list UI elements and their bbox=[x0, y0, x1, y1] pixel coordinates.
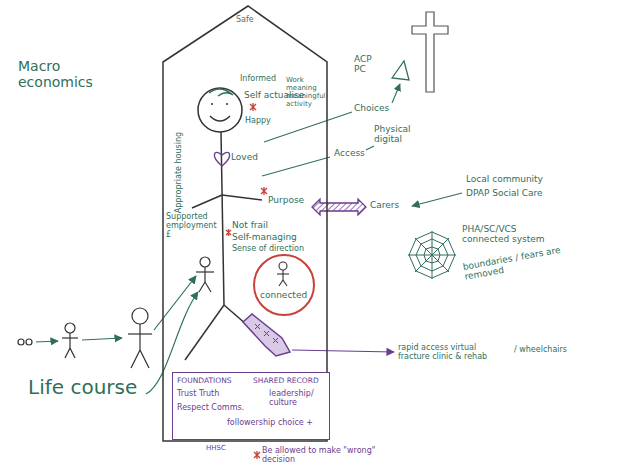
band-text: Respect Comms. bbox=[177, 403, 244, 412]
figure-arm bbox=[192, 195, 222, 208]
side-note: DPAP Social Care bbox=[466, 188, 543, 198]
hair bbox=[209, 89, 233, 96]
side-note: boundaries / fears are removed bbox=[462, 243, 574, 282]
circle-label: connected bbox=[260, 290, 307, 300]
cross-symbol bbox=[412, 12, 448, 92]
figure-note: Purpose bbox=[268, 195, 304, 205]
leg-cast bbox=[243, 314, 290, 356]
figure-note: Informed bbox=[240, 74, 276, 83]
spider-web bbox=[408, 231, 456, 279]
triangle-symbol bbox=[392, 61, 409, 80]
figure-note: Happy bbox=[245, 116, 271, 125]
figure-note: Self-managing bbox=[232, 232, 297, 242]
leader-line bbox=[366, 146, 374, 150]
wall-note: Appropriate housing bbox=[174, 132, 183, 213]
life-course-figures bbox=[18, 308, 152, 368]
figure-note: Not frail bbox=[232, 220, 268, 230]
side-note: / wheelchairs bbox=[514, 345, 567, 354]
side-note: PHA/SC/VCS connected system bbox=[462, 224, 546, 245]
leader-line bbox=[264, 112, 352, 142]
roof-label: Safe bbox=[236, 15, 254, 24]
figure-head bbox=[198, 88, 242, 132]
band-text: Trust Truth bbox=[177, 389, 219, 398]
heart bbox=[214, 152, 229, 166]
small-figure bbox=[196, 257, 214, 292]
side-note: Physical digital bbox=[374, 124, 422, 145]
side-note: Access bbox=[334, 148, 365, 158]
note: Be allowed to make "wrong" decision bbox=[262, 446, 392, 464]
band-heading: FOUNDATIONS bbox=[177, 377, 232, 386]
leader-arrow bbox=[392, 84, 400, 103]
arrow bbox=[82, 338, 122, 340]
corner-note: Macro economics bbox=[18, 58, 103, 90]
figure-arm bbox=[222, 195, 262, 200]
life-course-label: Life course bbox=[28, 376, 137, 399]
band-text: leadership/ culture bbox=[269, 389, 327, 407]
arrow bbox=[36, 341, 58, 342]
small-note: HHSC bbox=[206, 444, 226, 452]
figure-note: Loved bbox=[231, 152, 258, 162]
foundation-band: FOUNDATIONS SHARED RECORD Trust Truth leade… bbox=[172, 372, 330, 440]
cast-marks bbox=[255, 324, 278, 343]
side-note: Local community bbox=[466, 174, 543, 184]
side-note: Carers bbox=[370, 200, 399, 210]
figure-body bbox=[221, 132, 224, 305]
smiley-face bbox=[210, 104, 230, 121]
double-arrow bbox=[312, 199, 366, 215]
circle-figure bbox=[277, 262, 289, 286]
side-note: ACP PC bbox=[354, 54, 386, 75]
figure-note: Sense of direction bbox=[232, 244, 304, 253]
leader-arrow bbox=[412, 193, 462, 206]
leader-line bbox=[262, 157, 330, 176]
leader-arrow bbox=[292, 350, 394, 352]
band-text: followership choice + bbox=[227, 418, 313, 427]
side-note: rapid access virtual fracture clinic & r… bbox=[398, 343, 504, 361]
arrow bbox=[154, 276, 196, 330]
side-note: Choices bbox=[354, 103, 389, 113]
figure-note: Work meaning meaningful activity bbox=[286, 76, 326, 108]
circle-outline bbox=[254, 255, 314, 315]
connected-circle: connected bbox=[253, 254, 315, 316]
figure-note: Supported employment £ bbox=[166, 212, 220, 240]
figure-leg bbox=[185, 305, 224, 360]
band-heading: SHARED RECORD bbox=[253, 377, 319, 386]
circle-shape bbox=[253, 254, 315, 316]
